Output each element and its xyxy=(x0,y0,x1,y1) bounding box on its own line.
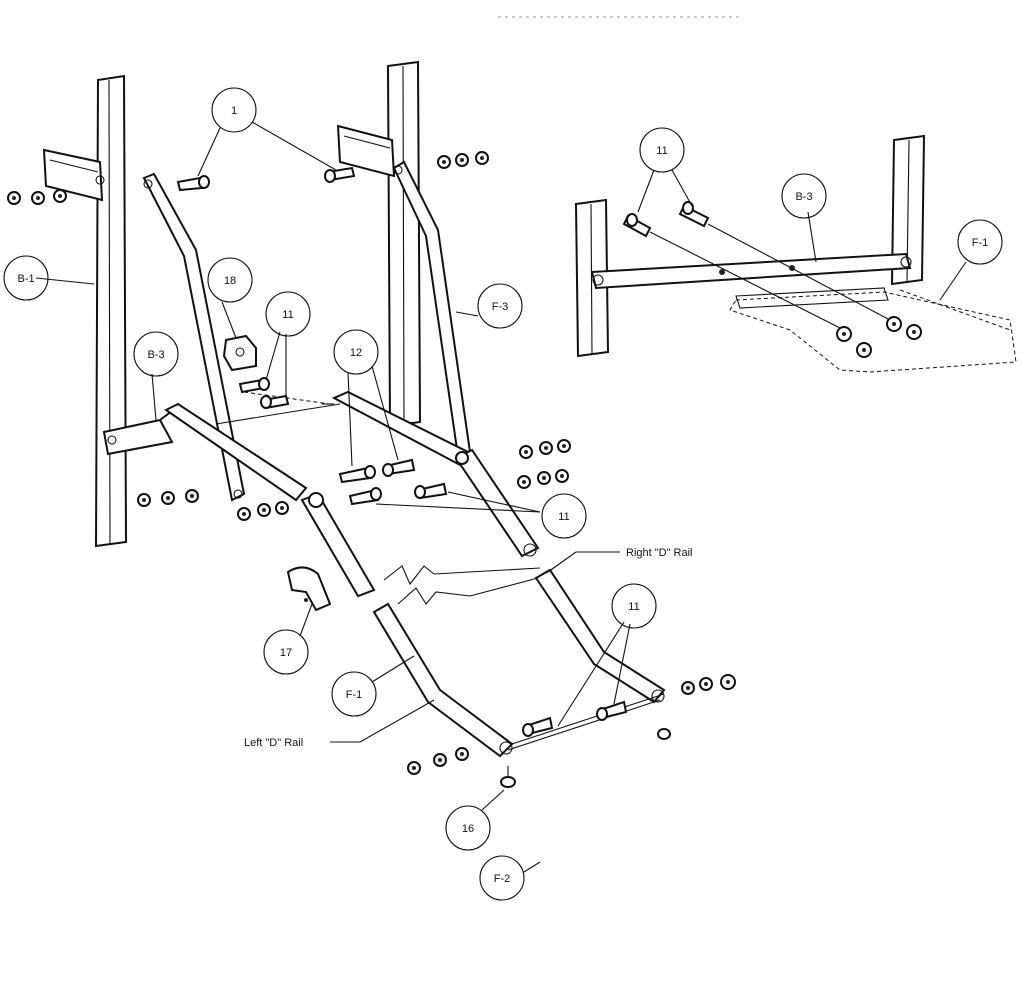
foot-pad-16 xyxy=(500,728,671,788)
callout-f1-inset-text: F-1 xyxy=(972,237,989,249)
left-d-rail-label: Left "D" Rail xyxy=(244,737,303,749)
callout-f1: F-1 xyxy=(331,671,377,717)
inset-assembly xyxy=(574,134,1017,373)
callout-f2-text: F-2 xyxy=(494,873,511,885)
callout-18-text: 18 xyxy=(224,275,236,287)
crossbar-b3 xyxy=(102,407,177,456)
bolt-hardware xyxy=(7,151,736,775)
callout-17-text: 17 xyxy=(280,647,292,659)
end-cap-17 xyxy=(286,566,332,612)
callout-17: 17 xyxy=(263,629,309,675)
left-upright-post xyxy=(42,74,128,548)
callout-12: 12 xyxy=(333,329,379,375)
callout-12-text: 12 xyxy=(350,347,362,359)
callout-11-lower-text: 11 xyxy=(628,601,639,613)
bracket-18 xyxy=(222,334,257,372)
right-upright-post xyxy=(336,60,422,428)
callout-b1: B-1 xyxy=(3,255,49,301)
callout-11-inset-text: 11 xyxy=(656,145,667,157)
callout-1: 1 xyxy=(211,87,257,133)
callout-16: 16 xyxy=(445,805,491,851)
callout-f3-text: F-3 xyxy=(492,301,509,313)
u-foot-f2 xyxy=(524,708,728,862)
break-line-1 xyxy=(383,565,541,586)
callout-b3-inset-text: B-3 xyxy=(795,191,812,203)
callout-f1-text: F-1 xyxy=(346,689,363,701)
callout-11-lower: 11 xyxy=(611,583,657,629)
callout-11-inset: 11 xyxy=(639,127,685,173)
callout-b3-left: B-3 xyxy=(133,331,179,377)
right-d-rail xyxy=(534,568,666,704)
callout-f2: F-2 xyxy=(479,855,525,901)
seat-frame-left-rail xyxy=(164,402,308,502)
left-d-rail xyxy=(372,602,514,758)
callout-11-top: 11 xyxy=(265,291,311,337)
callout-11-right-mid-text: 11 xyxy=(558,511,569,523)
left-diagonal-brace xyxy=(142,172,246,502)
callout-18: 18 xyxy=(207,257,253,303)
callout-1-text: 1 xyxy=(231,105,237,117)
inset-crossbar xyxy=(590,252,912,290)
callout-b3-inset: B-3 xyxy=(781,173,827,219)
callout-11-right-mid: 11 xyxy=(541,493,587,539)
callout-b1-text: B-1 xyxy=(17,273,34,285)
seat-frame-line xyxy=(215,403,341,425)
callout-f1-inset: F-1 xyxy=(957,219,1003,265)
callout-f3: F-3 xyxy=(477,283,523,329)
right-d-rail-label: Right "D" Rail xyxy=(626,547,693,559)
callout-11-top-text: 11 xyxy=(282,309,293,321)
callout-16-text: 16 xyxy=(462,823,474,835)
callout-b3-left-text: B-3 xyxy=(147,349,164,361)
front-crossbar xyxy=(507,699,661,751)
leader-lines xyxy=(35,121,967,873)
break-line-2 xyxy=(397,577,539,605)
front-crossbar-2 xyxy=(511,693,665,745)
upper-d-rail-left xyxy=(300,492,376,598)
